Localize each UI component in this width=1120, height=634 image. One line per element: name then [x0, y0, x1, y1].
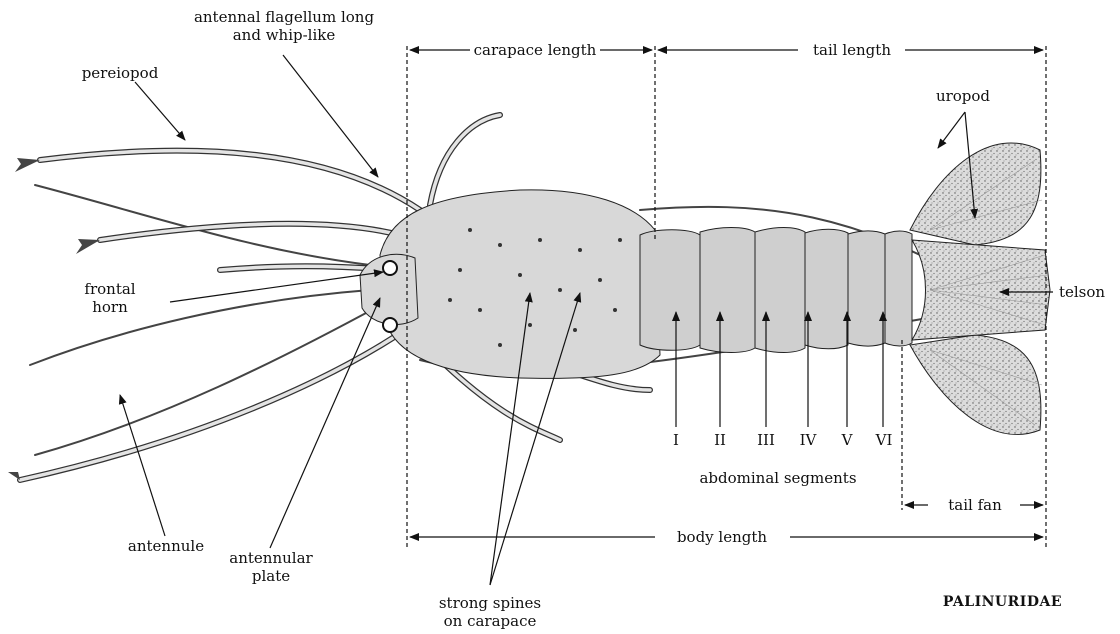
- segment-label-5: V: [841, 431, 854, 449]
- segment-label-1: I: [673, 431, 679, 449]
- antennule-leader: [120, 395, 165, 536]
- segment-label-2: II: [714, 431, 726, 449]
- label-antennular-plate-2: plate: [252, 567, 290, 585]
- label-carapace-length: carapace length: [474, 41, 597, 59]
- label-flagellum-2: and whip-like: [233, 26, 336, 44]
- label-flagellum-1: antennal flagellum long: [194, 8, 375, 26]
- uropod-lower: [910, 335, 1041, 434]
- segment-label-4: IV: [800, 431, 818, 449]
- claw-tip-3: [8, 472, 20, 480]
- label-tail-length: tail length: [813, 41, 891, 59]
- antennule-lower: [35, 300, 390, 455]
- telson-shape: [912, 240, 1050, 340]
- label-spines-1: strong spines: [439, 594, 541, 612]
- label-tail-fan: tail fan: [948, 496, 1002, 514]
- leg-5: [20, 330, 405, 480]
- label-pereiopod: pereiopod: [82, 64, 159, 82]
- claw-tip-2: [76, 239, 100, 254]
- antennule-mid: [30, 290, 370, 365]
- segment-label-3: III: [757, 431, 775, 449]
- segment-label-6: VI: [875, 431, 893, 449]
- label-spines-2: on carapace: [444, 612, 537, 630]
- label-frontal-horn-2: horn: [92, 298, 128, 316]
- label-abdominal-segments: abdominal segments: [699, 469, 856, 487]
- pereiopod-leader: [135, 82, 185, 140]
- segment-1: [640, 230, 700, 351]
- label-body-length: body length: [677, 528, 767, 546]
- label-frontal-horn-1: frontal: [84, 280, 135, 298]
- frontal-horn-left: [383, 261, 397, 275]
- uropod-leader-1: [938, 112, 965, 148]
- claw-tip-1: [15, 158, 40, 172]
- leg-2: [430, 115, 500, 205]
- label-antennule: antennule: [128, 537, 204, 555]
- segment-3: [755, 228, 805, 353]
- carapace: [380, 190, 660, 379]
- frontal-horn-right: [383, 318, 397, 332]
- segment-2: [700, 228, 755, 353]
- label-telson: telson: [1059, 283, 1105, 301]
- segment-6: [885, 231, 912, 346]
- label-antennular-plate-1: antennular: [229, 549, 313, 567]
- segment-5: [848, 231, 885, 346]
- segment-4: [805, 229, 848, 349]
- label-uropod: uropod: [936, 87, 990, 105]
- uropod-upper: [910, 143, 1041, 245]
- family-name: PALINURIDAE: [943, 594, 1062, 610]
- frontal-horn-leader: [170, 272, 383, 302]
